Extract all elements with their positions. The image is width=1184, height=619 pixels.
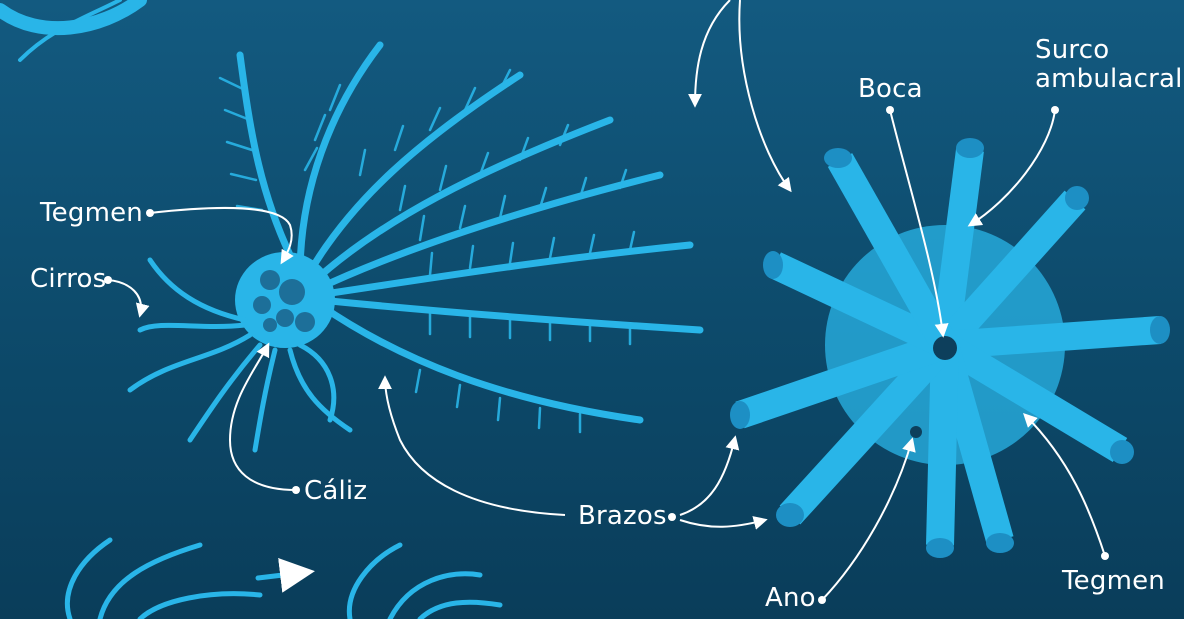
arm-pinnules [220,68,634,432]
label-surco-line1: Surco [1035,36,1183,65]
label-surco-line2: ambulacral [1035,65,1183,94]
label-tegmen-left: Tegmen [40,200,143,226]
label-tegmen-right: Tegmen [1062,568,1165,594]
label-ano: Ano [765,585,816,611]
corner-organism-fragment [0,0,140,60]
label-brazos: Brazos [578,503,667,529]
label-boca: Boca [858,76,923,102]
small-crinoids [67,540,500,619]
anus [910,426,922,438]
label-surco-ambulacral: Surco ambulacral [1035,36,1183,93]
label-caliz: Cáliz [304,478,367,504]
label-cirros: Cirros [30,266,106,292]
crinoid-top-view [730,138,1170,558]
crinoid-side-view [130,45,700,450]
mouth [933,336,957,360]
